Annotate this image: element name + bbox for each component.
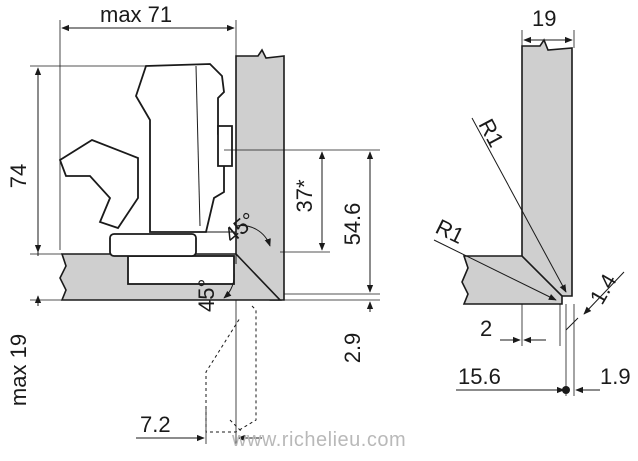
dim-19: 19 <box>532 6 556 31</box>
hinge-arm <box>135 63 225 233</box>
hinge-bracket <box>206 231 237 264</box>
angle-45-bottom: 45° <box>194 279 219 312</box>
radius-top: R1 <box>474 115 509 152</box>
right-view: 19 R1 R1 1.4 2 15.6 1.9 <box>432 6 631 396</box>
reference-point <box>562 386 570 394</box>
left-view: max 71 74 max 19 45° 45° 37* 54.6 2.9 <box>6 2 380 444</box>
dim-15-6: 15.6 <box>458 364 501 389</box>
door-open-outline <box>205 305 257 433</box>
hinge-arm-detail <box>195 65 201 227</box>
dim-54-6: 54.6 <box>340 203 365 246</box>
hinge-lever <box>58 138 139 230</box>
dim-max-71: max 71 <box>100 2 172 27</box>
watermark-text: www.richelieu.com <box>231 429 406 451</box>
hinge-plate-side <box>217 125 233 167</box>
dim-1-9: 1.9 <box>600 364 631 389</box>
right-door-panel <box>461 255 563 305</box>
dim-37: 37* <box>292 179 317 212</box>
hinge-cup <box>109 233 197 257</box>
dim-2: 2 <box>480 316 492 341</box>
dim-max-19: max 19 <box>6 334 31 406</box>
radius-bottom: R1 <box>432 214 468 249</box>
dim-2-9: 2.9 <box>340 333 365 364</box>
mounting-plate <box>127 255 235 285</box>
dim-7-2: 7.2 <box>140 412 171 437</box>
dim-74: 74 <box>6 164 31 188</box>
dim-1-4: 1.4 <box>585 270 622 309</box>
